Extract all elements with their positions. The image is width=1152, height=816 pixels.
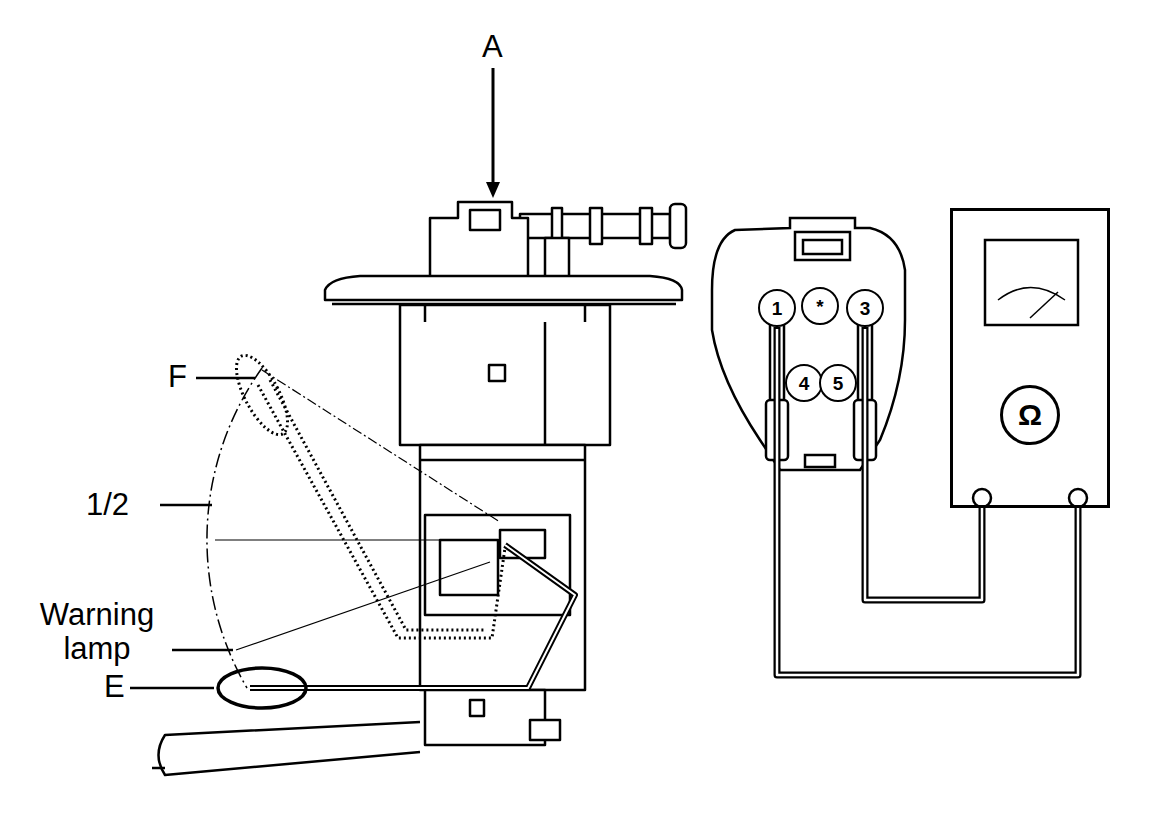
- connector-pin: *: [801, 287, 839, 325]
- ohm-symbol: Ω: [1000, 385, 1060, 445]
- pin-number: 1: [772, 299, 783, 318]
- ohmmeter: [973, 240, 1087, 507]
- ohmmeter-body: Ω: [950, 208, 1110, 508]
- wire-core: [865, 329, 982, 600]
- test-lead-wire: [777, 327, 1078, 675]
- part-label: F: [168, 360, 187, 394]
- bracket: [425, 690, 545, 745]
- connector-housing: [712, 218, 905, 470]
- flange: [325, 276, 682, 300]
- fuel-tubes: [430, 202, 686, 283]
- reservoir: [420, 445, 585, 690]
- connector-pin: 5: [819, 364, 857, 402]
- pump-body: [400, 305, 610, 445]
- part-label: 1/2: [86, 488, 129, 522]
- float-arm-empty: [218, 545, 575, 708]
- wire-core: [777, 329, 1078, 675]
- part-label: Warning lamp: [22, 598, 172, 666]
- test-lead-wire: [865, 327, 982, 600]
- pin-number: 3: [860, 299, 871, 318]
- arrow-head: [486, 182, 500, 198]
- pin-number: 5: [833, 374, 844, 393]
- connector-pin: 4: [785, 364, 823, 402]
- pin-number: *: [816, 297, 823, 316]
- leader-lines: [130, 378, 255, 688]
- float-arm-full: [226, 348, 505, 638]
- connector-pin: 3: [846, 289, 884, 327]
- strainer: [159, 722, 421, 775]
- pin-number: 4: [799, 374, 810, 393]
- leader-arrow: [492, 68, 495, 184]
- connector-pin: 1: [758, 289, 796, 327]
- reference-lines: [207, 368, 500, 688]
- part-label: E: [104, 670, 125, 704]
- part-label: A: [482, 30, 503, 64]
